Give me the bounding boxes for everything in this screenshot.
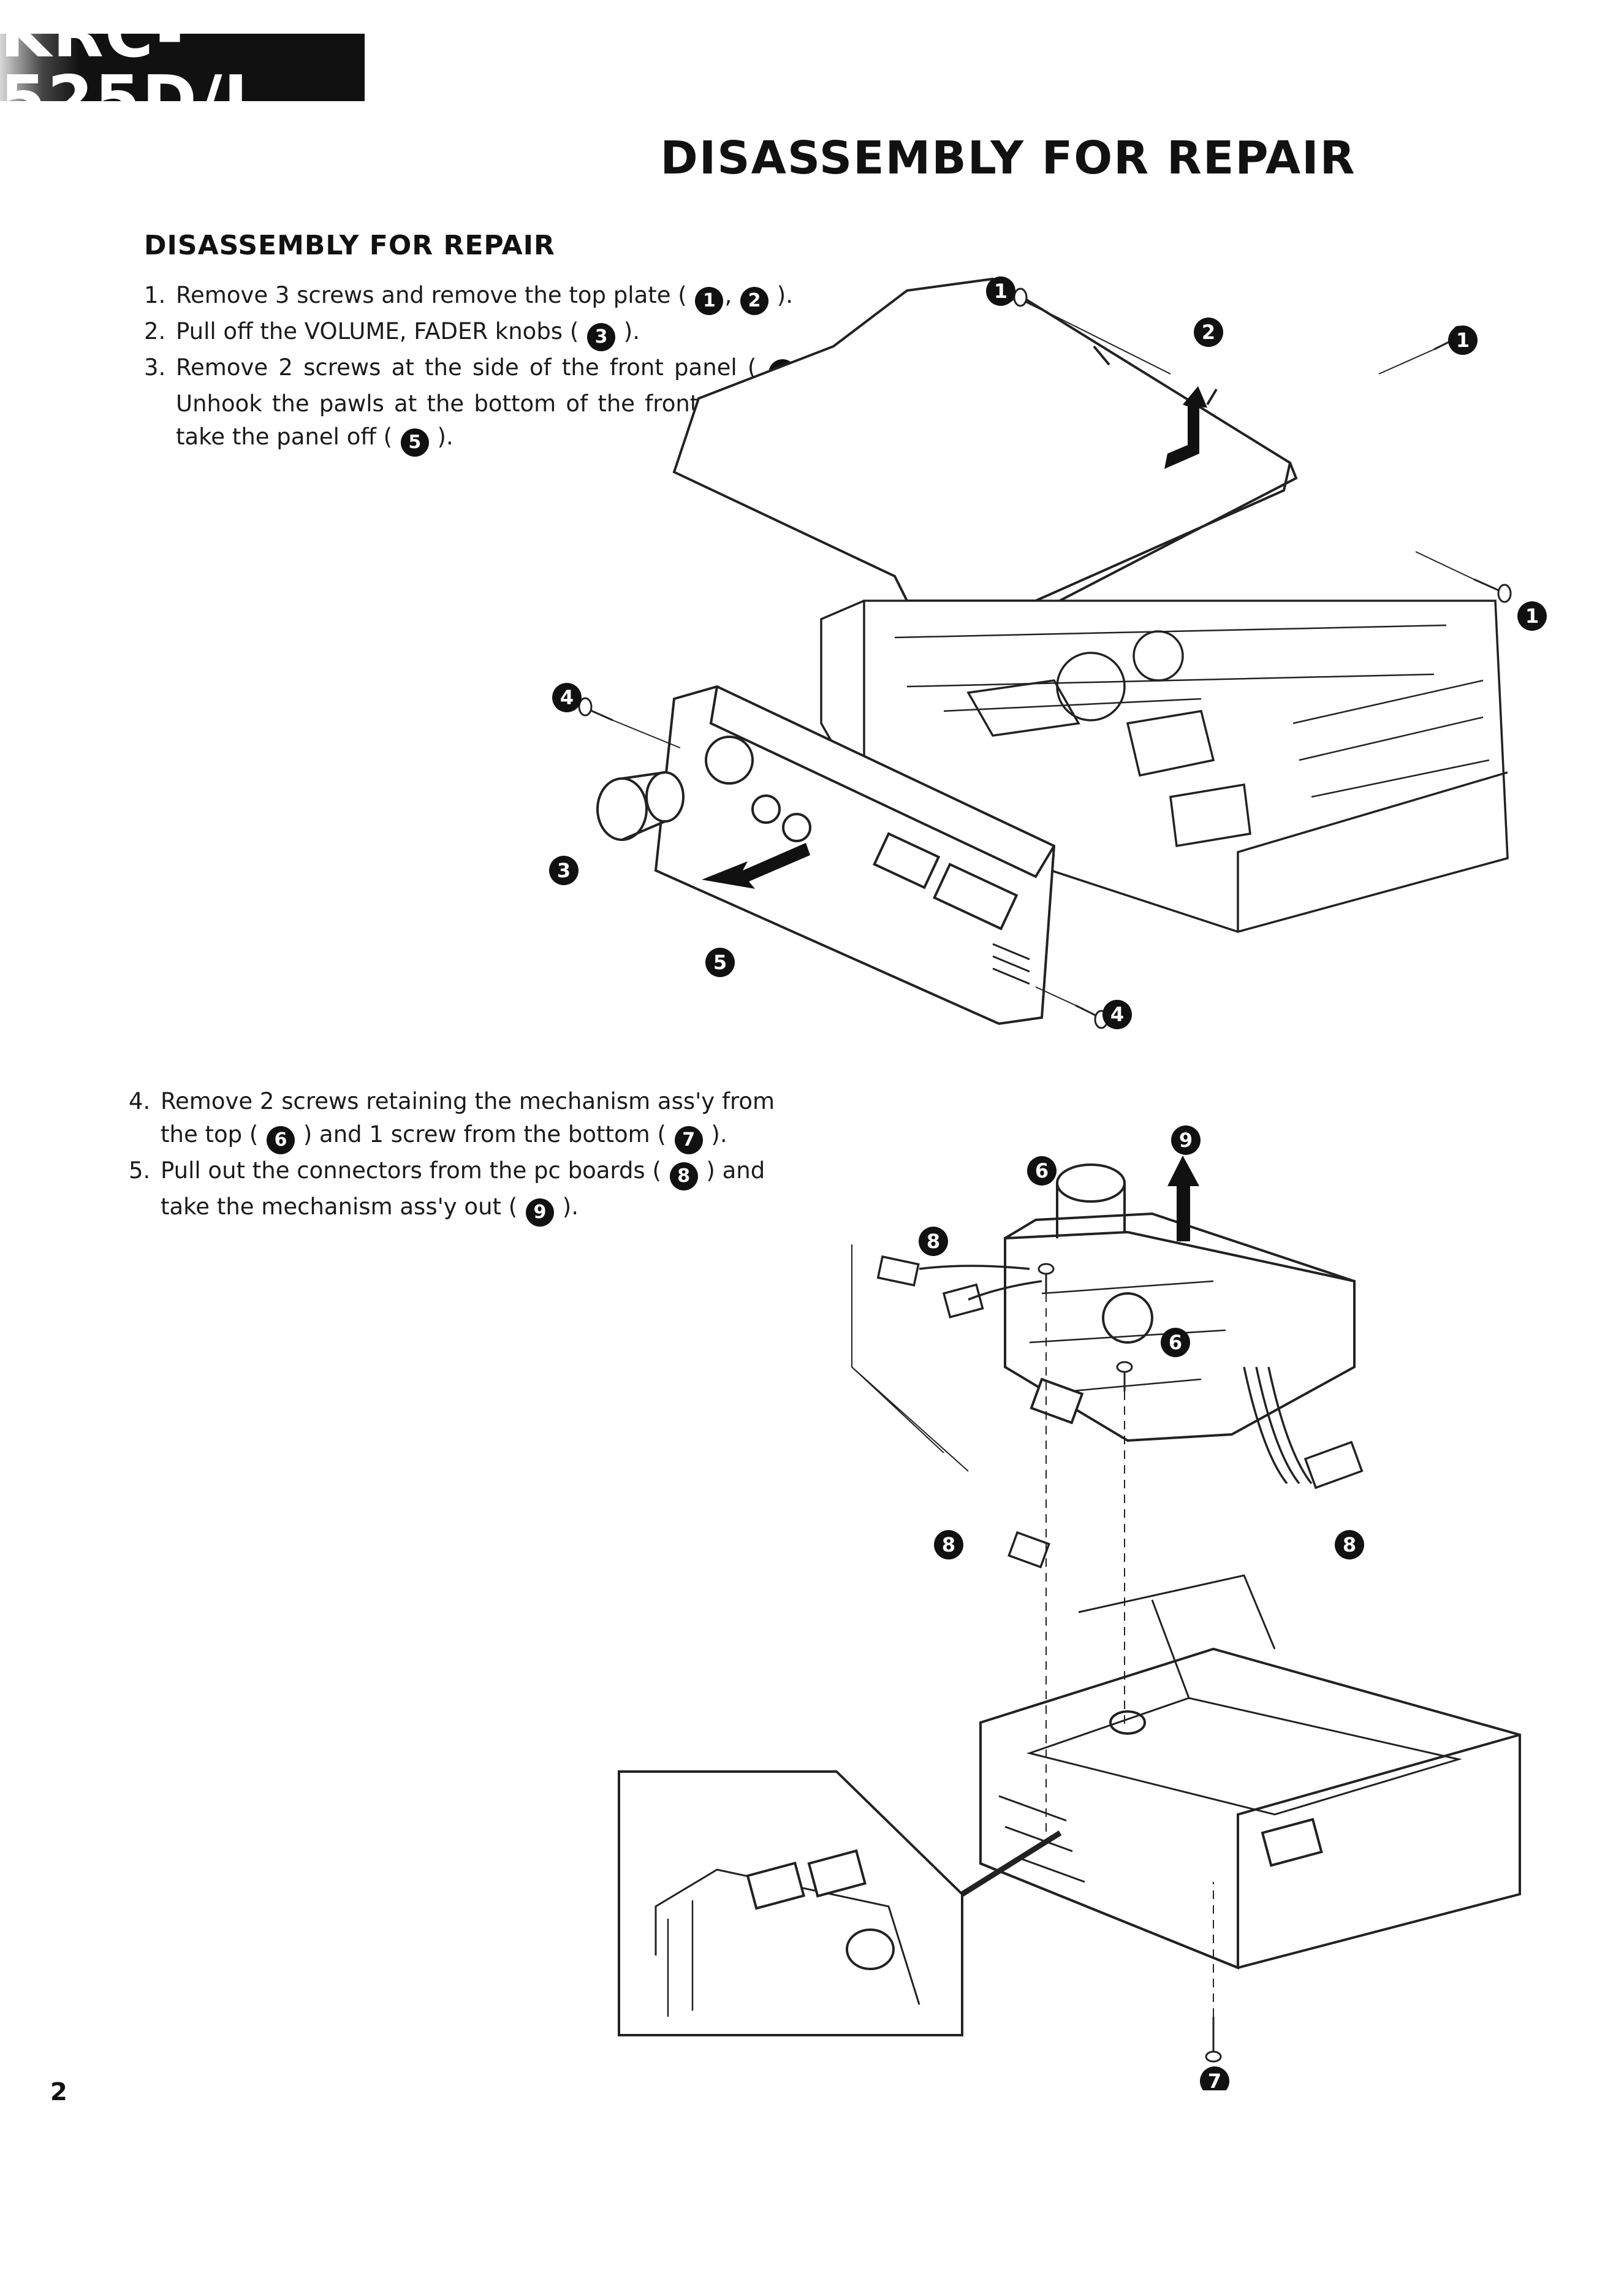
callout-number: 7 <box>1208 2069 1221 2090</box>
front-panel <box>654 685 1056 1026</box>
step-text: Pull out the connectors from the pc boar… <box>161 1154 803 1227</box>
detail-inset <box>618 1770 1062 2036</box>
callout-number: 6 <box>1035 1159 1049 1182</box>
callout-number: 9 <box>1179 1129 1193 1152</box>
step-text: Pull off the VOLUME, FADER knobs ( 3 ). <box>176 315 824 351</box>
callout-8-a: 8 <box>919 1227 948 1256</box>
reference-number-badge: 7 <box>674 1126 703 1154</box>
lift-arrow-icon <box>1164 386 1207 469</box>
step-number: 1. <box>144 282 166 308</box>
callout-8-b: 8 <box>934 1530 963 1559</box>
callout-number: 6 <box>1169 1331 1182 1354</box>
reference-number-badge: 2 <box>740 287 769 315</box>
callout-number: 4 <box>560 686 574 709</box>
callout-1-b: 1 <box>1448 326 1478 355</box>
callout-1-a: 1 <box>986 276 1015 306</box>
page-title: DISASSEMBLY FOR REPAIR <box>0 132 1624 185</box>
reference-number-badge: 9 <box>526 1198 554 1227</box>
reference-number-badge: 5 <box>400 428 429 457</box>
callout-6-a: 6 <box>1027 1156 1057 1186</box>
instruction-step: 2. Pull off the VOLUME, FADER knobs ( 3 )… <box>144 315 824 351</box>
callout-4-b: 4 <box>1102 1000 1132 1029</box>
screw-icons <box>578 287 1512 1029</box>
callout-number: 8 <box>942 1533 955 1556</box>
reference-number-badge: 1 <box>695 287 724 315</box>
step-number: 3. <box>144 354 166 381</box>
callout-6-b: 6 <box>1161 1328 1190 1357</box>
reference-number-badge: 8 <box>669 1162 698 1190</box>
figure-top-plate-front-panel: 1 2 1 1 4 3 5 4 <box>549 276 1547 1029</box>
callout-number: 5 <box>713 951 727 974</box>
lower-chassis <box>979 1574 1521 1970</box>
instructions-part-2: 4. Remove 2 screws retaining the mechanis… <box>129 1085 803 1227</box>
callout-4-a: 4 <box>552 683 582 712</box>
section-heading: DISASSEMBLY FOR REPAIR <box>144 230 555 261</box>
callout-number: 1 <box>1525 604 1539 628</box>
step-text: Remove 2 screws retaining the mechanism … <box>161 1085 803 1154</box>
figure-mechanism-removal: 9 6 8 6 8 8 7 <box>618 1125 1521 2090</box>
callout-7: 7 <box>1200 2066 1229 2090</box>
step-number: 4. <box>129 1088 151 1114</box>
screw-icons <box>1038 1263 1222 2063</box>
callout-3: 3 <box>549 856 579 885</box>
pull-arrow-icon <box>702 843 810 889</box>
figure1-callouts: 1 2 1 1 4 3 5 4 <box>549 276 1547 1029</box>
callout-8-c: 8 <box>1335 1530 1364 1559</box>
callout-1-c: 1 <box>1517 601 1547 631</box>
instructions-part-1: 1. Remove 3 screws and remove the top pla… <box>144 279 824 457</box>
callout-number: 1 <box>994 280 1007 303</box>
callout-number: 1 <box>1456 329 1470 352</box>
step-number: 2. <box>144 318 166 345</box>
callout-number: 2 <box>1202 321 1215 344</box>
figure2-callouts: 9 6 8 6 8 8 7 <box>919 1125 1364 2090</box>
connectors-and-wires <box>851 1244 1364 1569</box>
callout-2: 2 <box>1194 318 1223 347</box>
step-text: Remove 3 screws and remove the top plate… <box>176 279 824 315</box>
lift-arrow-icon <box>1167 1156 1199 1241</box>
model-tag-text: KRC-525D/L <box>0 0 267 139</box>
callout-number: 3 <box>557 859 571 882</box>
callout-number: 4 <box>1110 1003 1124 1026</box>
instruction-step: 1. Remove 3 screws and remove the top pla… <box>144 279 824 315</box>
page-number: 2 <box>50 2078 67 2106</box>
instruction-step: 4. Remove 2 screws retaining the mechanis… <box>129 1085 803 1154</box>
knob-icon <box>596 771 685 841</box>
reference-number-badge: 6 <box>267 1126 295 1154</box>
page-title-text: DISASSEMBLY FOR REPAIR <box>660 132 1356 185</box>
callout-number: 8 <box>927 1230 940 1253</box>
step-number: 5. <box>129 1157 151 1184</box>
instruction-step: 5. Pull out the connectors from the pc bo… <box>129 1154 803 1227</box>
model-tag: KRC-525D/L <box>0 1 365 134</box>
callout-5: 5 <box>705 948 735 977</box>
callout-9: 9 <box>1171 1125 1201 1155</box>
callout-number: 8 <box>1343 1533 1356 1556</box>
reference-number-badge: 3 <box>587 323 616 351</box>
